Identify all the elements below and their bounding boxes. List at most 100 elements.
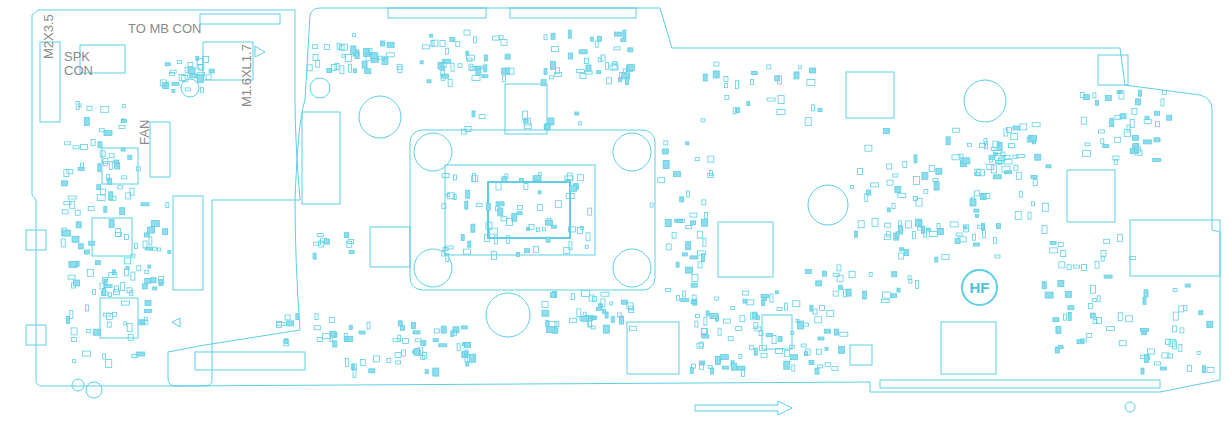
smd-part	[506, 68, 514, 74]
smd-part	[753, 312, 757, 318]
smd-part	[106, 360, 112, 368]
smd-part	[1172, 341, 1176, 349]
smd-part	[349, 251, 354, 254]
smd-part	[124, 322, 127, 325]
smd-part	[739, 354, 742, 358]
smd-part	[728, 337, 733, 341]
smd-part	[736, 81, 739, 89]
smd-part	[601, 55, 605, 61]
smd-part	[810, 305, 813, 311]
smd-part	[431, 41, 434, 47]
smd-part	[78, 244, 83, 249]
smd-part	[471, 224, 475, 232]
smd-part	[473, 37, 476, 43]
smd-part	[761, 353, 767, 357]
smd-part	[606, 78, 611, 84]
smd-part	[817, 349, 822, 354]
smd-part	[895, 186, 901, 192]
smd-part	[623, 30, 626, 38]
smd-part	[109, 293, 112, 297]
smd-part	[697, 343, 703, 348]
smd-part	[101, 106, 109, 112]
smd-part	[610, 65, 618, 70]
smd-part	[942, 255, 949, 260]
smd-part	[596, 307, 601, 310]
smd-part	[130, 188, 134, 195]
smd-part	[666, 244, 671, 250]
smd-part	[680, 197, 684, 202]
smd-part	[70, 310, 73, 318]
smd-part	[545, 220, 552, 225]
smd-part	[333, 341, 337, 347]
smd-part	[913, 231, 916, 238]
smd-part	[690, 367, 693, 373]
smd-part	[994, 150, 1002, 153]
smd-part	[122, 120, 127, 123]
smd-part	[277, 323, 285, 326]
smd-part	[674, 172, 681, 177]
smd-part	[445, 246, 453, 249]
smd-part	[922, 172, 928, 179]
smd-part	[905, 250, 909, 256]
connector	[200, 14, 280, 24]
smd-part	[458, 64, 462, 68]
smd-part	[536, 228, 539, 232]
smd-part	[62, 230, 70, 236]
smd-part	[700, 363, 704, 369]
smd-part	[815, 317, 822, 323]
smd-part	[395, 353, 401, 358]
smd-part	[1061, 251, 1066, 257]
smd-part	[1090, 313, 1095, 318]
smd-part	[355, 53, 359, 59]
smd-part	[543, 228, 546, 231]
smd-part	[533, 246, 538, 252]
smd-part	[315, 314, 318, 320]
smd-part	[71, 328, 77, 335]
smd-part	[313, 253, 316, 259]
smd-part	[114, 160, 119, 163]
smd-part	[442, 204, 446, 209]
smd-part	[486, 203, 490, 210]
smd-part	[811, 105, 814, 111]
smd-part	[121, 148, 125, 151]
smd-part	[1042, 203, 1048, 211]
smd-part	[103, 162, 107, 166]
smd-part	[1050, 241, 1056, 244]
smd-part	[170, 70, 176, 73]
smd-part	[337, 43, 340, 49]
smd-part	[991, 165, 996, 173]
smd-part	[747, 300, 754, 305]
smd-part	[777, 110, 785, 115]
smd-part	[380, 41, 384, 46]
smd-part	[551, 293, 556, 298]
smd-part	[615, 32, 622, 36]
smd-part	[621, 39, 626, 42]
smd-part	[1141, 332, 1146, 335]
smd-part	[760, 346, 767, 351]
smd-part	[740, 316, 745, 322]
connector	[173, 196, 203, 290]
smd-part	[1173, 288, 1177, 291]
smd-part	[851, 186, 854, 189]
smd-part	[209, 69, 214, 73]
smd-part	[1033, 180, 1037, 186]
smd-part	[747, 102, 750, 106]
smd-part	[188, 68, 195, 74]
smd-part	[1138, 90, 1141, 96]
smd-part	[569, 53, 573, 59]
smd-part	[484, 65, 487, 72]
smd-part	[1161, 367, 1167, 370]
smd-part	[1059, 262, 1065, 268]
smd-part	[1053, 318, 1059, 322]
connector	[150, 122, 170, 177]
smd-part	[1110, 119, 1114, 127]
smd-part	[494, 236, 497, 244]
smd-part	[127, 324, 132, 332]
smd-part	[197, 75, 203, 83]
smd-part	[120, 208, 125, 215]
smd-part	[85, 250, 90, 254]
smd-part	[498, 208, 503, 216]
smd-part	[749, 345, 753, 349]
smd-part	[1155, 122, 1159, 127]
